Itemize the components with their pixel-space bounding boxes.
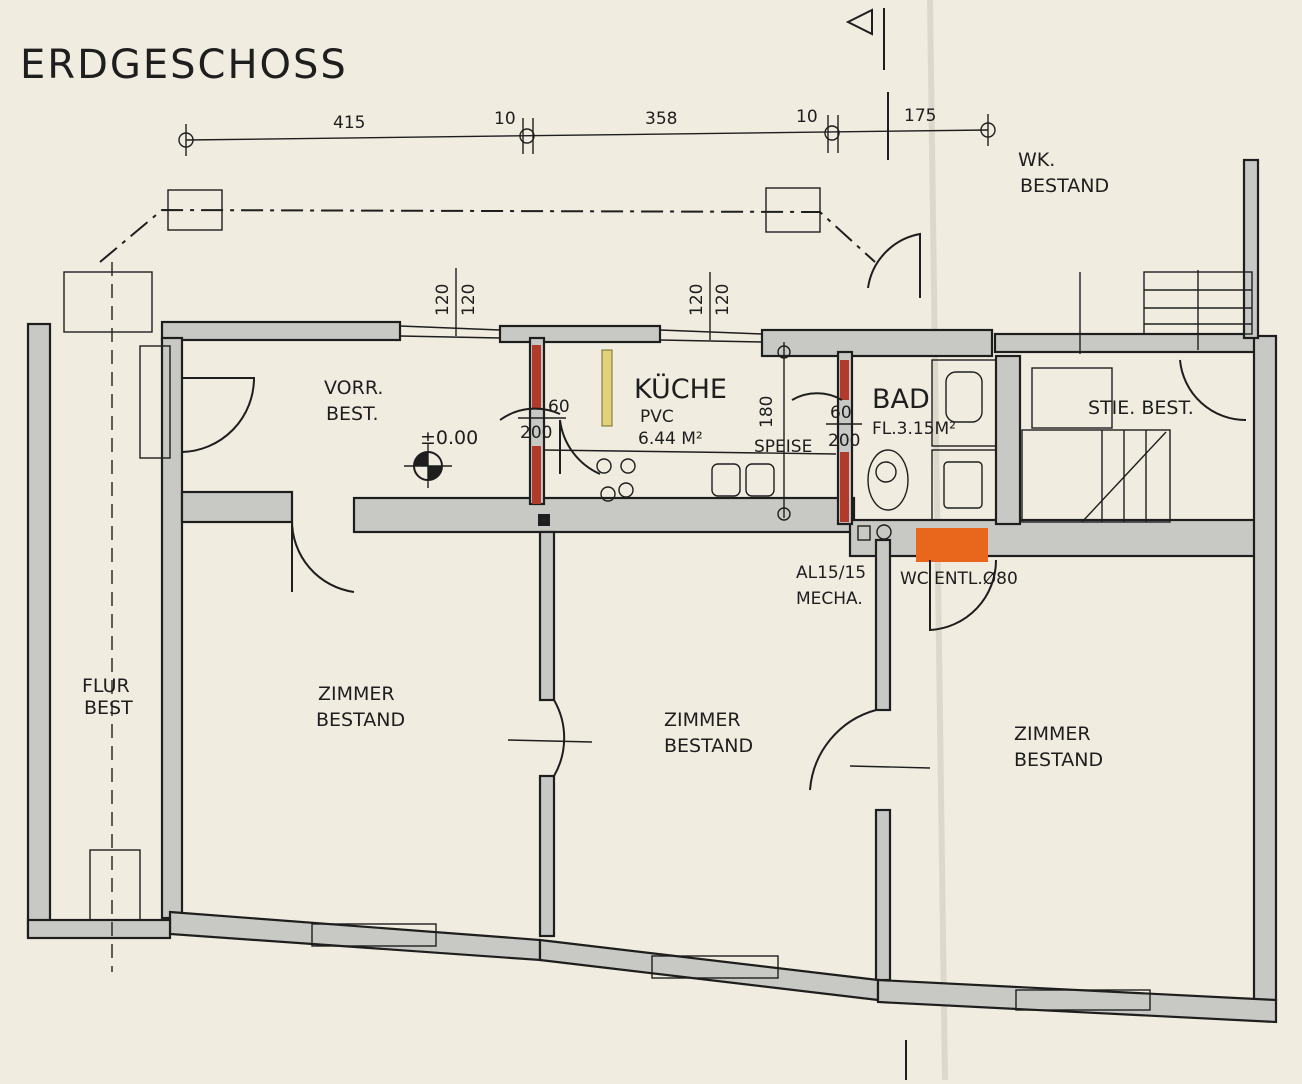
level-mark: ±0.00 (420, 427, 478, 449)
new-walls (532, 345, 988, 562)
dim-10-b: 10 (796, 107, 818, 127)
label-vorr-1: VORR. (324, 377, 383, 399)
doors (181, 232, 998, 791)
window-2-dim-a: 120 (687, 284, 707, 316)
staircase (1021, 270, 1253, 523)
label-flur-2: BEST (84, 697, 133, 719)
section-marker (845, 8, 885, 70)
label-zimmer-2-2: BESTAND (664, 735, 753, 757)
label-kueche-area: 6.44 M² (638, 429, 703, 449)
label-stie: STIE. BEST. (1088, 397, 1194, 419)
fixtures (111, 262, 997, 972)
label-zimmer-2-1: ZIMMER (664, 709, 741, 731)
note-wc: WC ENTL.Ø80 (900, 569, 1018, 589)
label-wk-2: BESTAND (1020, 175, 1109, 197)
dimension-chain: 415 10 358 10 175 (178, 92, 996, 160)
label-speise: SPEISE (754, 437, 812, 457)
dim-358: 358 (645, 109, 677, 129)
label-kueche: KÜCHE (634, 373, 727, 405)
speise-height: 180 (757, 396, 777, 428)
label-zimmer-1-2: BESTAND (316, 709, 405, 731)
window-1-dim-b: 120 (459, 284, 479, 316)
door-2-height: 200 (828, 431, 860, 451)
label-bad: BAD (872, 384, 930, 415)
door-dimensions: 60 200 60 200 180 SPEISE ±0.00 AL15/15 M… (420, 396, 1018, 609)
label-zimmer-3-1: ZIMMER (1014, 723, 1091, 745)
dim-175: 175 (904, 106, 936, 126)
label-bad-floor: FL.3.15M² (872, 419, 956, 439)
note-al-1: AL15/15 (796, 563, 866, 583)
label-zimmer-1-1: ZIMMER (318, 683, 395, 705)
walls (26, 158, 1278, 1024)
room-labels: WK. BESTAND VORR. BEST. KÜCHE PVC 6.44 M… (82, 149, 1194, 771)
label-wk-1: WK. (1018, 149, 1055, 171)
overhang-outline (99, 187, 876, 263)
chimney-block (916, 528, 988, 562)
label-kueche-floor: PVC (640, 407, 674, 427)
note-al-2: MECHA. (796, 589, 863, 609)
door-2-width: 60 (830, 403, 852, 423)
label-vorr-2: BEST. (326, 403, 379, 425)
door-1-width: 60 (548, 397, 570, 417)
label-zimmer-3-2: BESTAND (1014, 749, 1103, 771)
label-flur-1: FLUR (82, 675, 130, 697)
windows: 120 120 120 120 (63, 268, 1151, 1011)
dim-10-a: 10 (494, 109, 516, 129)
door-1-height: 200 (520, 423, 552, 443)
dim-415: 415 (333, 113, 365, 133)
window-2-dim-b: 120 (713, 284, 733, 316)
window-1-dim-a: 120 (433, 284, 453, 316)
plan-title: ERDGESCHOSS (20, 42, 348, 88)
